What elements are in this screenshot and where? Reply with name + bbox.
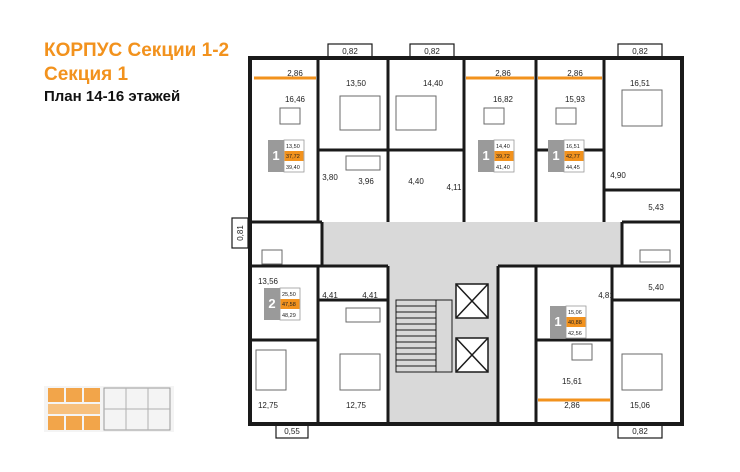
area-a19: 4,81 (598, 291, 614, 300)
svg-text:1: 1 (272, 148, 279, 163)
loggia-edges (254, 76, 610, 402)
area-a21: 15,61 (562, 377, 583, 386)
area-a13: 4,11 (447, 183, 463, 192)
area-a17: 4,41 (322, 291, 338, 300)
furniture (255, 89, 671, 391)
section-title: Секция 1 (44, 64, 129, 85)
area-a10: 3,80 (322, 173, 338, 182)
apartment-badge: 1 15,06 40,88 42,56 (550, 305, 587, 339)
area-a4: 14,40 (423, 79, 444, 88)
svg-text:42,56: 42,56 (568, 331, 582, 337)
svg-text:37,72: 37,72 (286, 154, 300, 160)
room-area-labels: 2,86 16,46 13,50 14,40 2,86 2,86 16,51 1… (258, 69, 664, 410)
area-a24: 2,86 (564, 401, 580, 410)
area-a18: 4,41 (362, 291, 378, 300)
apartment-badge: 1 14,40 39,72 41,40 (478, 139, 515, 173)
building-title: КОРПУС Секции 1-2 (44, 40, 230, 61)
area-a11: 3,96 (358, 177, 374, 186)
key-plan-thumbnail (44, 386, 174, 432)
apartment-badge: 1 13,50 37,72 39,40 (268, 139, 305, 173)
svg-text:15,06: 15,06 (568, 310, 582, 316)
svg-text:44,45: 44,45 (566, 165, 580, 171)
floor-plan-title: План 14-16 этажей (44, 88, 181, 105)
balcony-left-label: 0,81 (236, 225, 245, 241)
svg-text:25,50: 25,50 (282, 292, 296, 298)
elevators (455, 283, 489, 373)
svg-text:1: 1 (554, 314, 561, 329)
balcony-bottom-right-label: 0,82 (632, 427, 648, 436)
svg-text:1: 1 (482, 148, 489, 163)
interior-walls (250, 58, 682, 424)
svg-text:1: 1 (552, 148, 559, 163)
area-a2: 16,46 (285, 95, 306, 104)
area-a16: 13,56 (258, 277, 279, 286)
outer-wall (248, 56, 684, 426)
area-a3: 13,50 (346, 79, 367, 88)
svg-text:39,72: 39,72 (496, 154, 510, 160)
area-a20: 5,40 (648, 283, 664, 292)
area-a15: 5,43 (648, 203, 664, 212)
area-a5: 2,86 (495, 69, 511, 78)
area-a23: 12,75 (346, 401, 367, 410)
area-a12: 4,40 (408, 177, 424, 186)
corridor (322, 222, 622, 266)
area-a14: 4,90 (610, 171, 626, 180)
balcony-top-1-label: 0,82 (342, 47, 358, 56)
balcony-bottom-left-label: 0,55 (284, 427, 300, 436)
balconies (231, 43, 663, 439)
svg-text:16,51: 16,51 (566, 144, 580, 150)
svg-text:14,40: 14,40 (496, 144, 510, 150)
svg-text:40,88: 40,88 (568, 320, 582, 326)
svg-text:41,40: 41,40 (496, 165, 510, 171)
staircase (395, 299, 453, 373)
apartment-badge: 1 16,51 42,77 44,45 (548, 139, 585, 173)
balcony-top-2-label: 0,82 (424, 47, 440, 56)
svg-text:42,77: 42,77 (566, 154, 580, 160)
apartment-badge: 2 25,50 47,58 48,29 (264, 287, 301, 321)
area-a6: 2,86 (567, 69, 583, 78)
area-a9: 15,93 (565, 95, 586, 104)
balcony-top-3-label: 0,82 (632, 47, 648, 56)
area-a1: 2,86 (287, 69, 303, 78)
area-a7: 16,51 (630, 79, 651, 88)
area-a22: 12,75 (258, 401, 279, 410)
svg-text:2: 2 (268, 296, 275, 311)
svg-text:13,50: 13,50 (286, 144, 300, 150)
svg-text:47,58: 47,58 (282, 302, 296, 308)
area-a25: 15,06 (630, 401, 651, 410)
area-a8: 16,82 (493, 95, 514, 104)
svg-text:48,29: 48,29 (282, 313, 296, 319)
svg-text:39,40: 39,40 (286, 165, 300, 171)
